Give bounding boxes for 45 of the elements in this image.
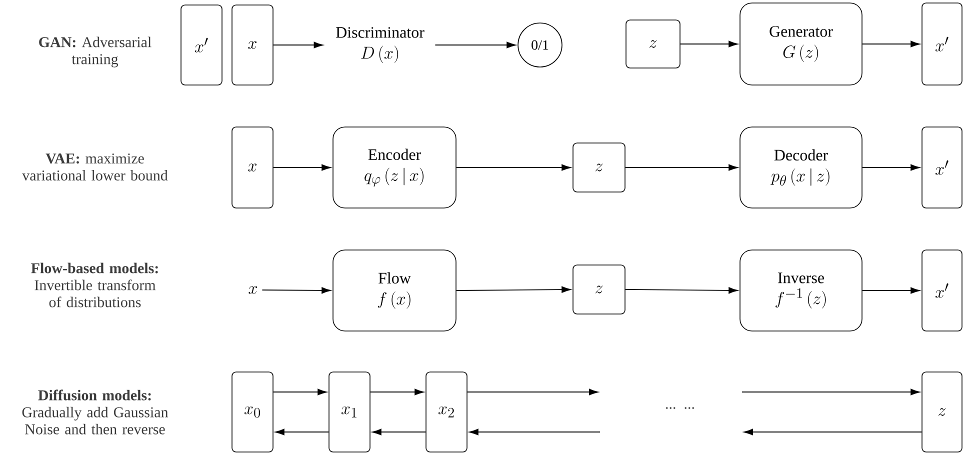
variable-box: $x'$ bbox=[922, 126, 962, 208]
arrow bbox=[862, 287, 920, 294]
process-box: Generator $G\left(z\right)$ bbox=[740, 2, 862, 86]
arrow bbox=[272, 164, 331, 171]
arrow bbox=[624, 164, 738, 171]
arrow bbox=[680, 40, 738, 48]
variable-box: $x$ bbox=[232, 126, 274, 208]
process-box: Decoder $p_{\theta}\left(x\,|\,z\right)$ bbox=[740, 126, 862, 208]
variable-box: $x_2$ bbox=[426, 372, 468, 452]
variable-box: $z$ bbox=[572, 264, 626, 314]
row-description: Flow-based models: Invertible transform of distributions bbox=[31, 262, 158, 308]
arrow bbox=[456, 286, 571, 293]
variable-box: $x_0$ bbox=[232, 372, 274, 452]
arrow bbox=[744, 428, 922, 436]
arrow bbox=[469, 428, 600, 436]
arrow bbox=[275, 428, 330, 436]
arrow bbox=[434, 42, 516, 48]
variable-box: $x'$ bbox=[922, 2, 962, 86]
process-box: Inverse $f^{-1}\left(z\right)$ bbox=[740, 250, 862, 332]
arrow bbox=[262, 287, 331, 294]
variable-box: $x'$ bbox=[922, 250, 962, 332]
arrow bbox=[624, 287, 738, 294]
arrow bbox=[742, 388, 920, 396]
arrow bbox=[370, 388, 424, 396]
arrow bbox=[272, 388, 327, 396]
row-description: VAE: maximize variational lower bound bbox=[22, 153, 168, 181]
ellipsis-text: ... ... bbox=[666, 407, 694, 409]
variable-box: $x'$ bbox=[180, 4, 222, 86]
text-label: $x$ bbox=[248, 286, 258, 294]
variable-box: $z$ bbox=[572, 142, 626, 192]
variable-box: $x_1$ bbox=[328, 372, 370, 452]
row-description: GAN: Adversarial training bbox=[39, 36, 152, 68]
process-box: Flow $f\left(x\right)$ bbox=[332, 250, 456, 332]
arrow bbox=[456, 164, 571, 171]
arrow bbox=[272, 42, 324, 48]
arrow bbox=[372, 428, 426, 436]
variable-box: $x$ bbox=[232, 4, 274, 86]
arrow bbox=[862, 164, 920, 171]
arrow bbox=[466, 388, 598, 396]
arrow bbox=[862, 40, 920, 48]
variable-box: $z$ bbox=[922, 372, 962, 452]
row-description: Diffusion models: Gradually add Gaussian Noise and then reverse bbox=[22, 390, 168, 434]
process-box: Encoder $q_{\varphi}\left(z\,|\,x\right)$ bbox=[332, 126, 456, 208]
variable-box: $z$ bbox=[626, 20, 680, 68]
text-label: Discriminator $D\left(x\right)$ bbox=[336, 27, 424, 63]
